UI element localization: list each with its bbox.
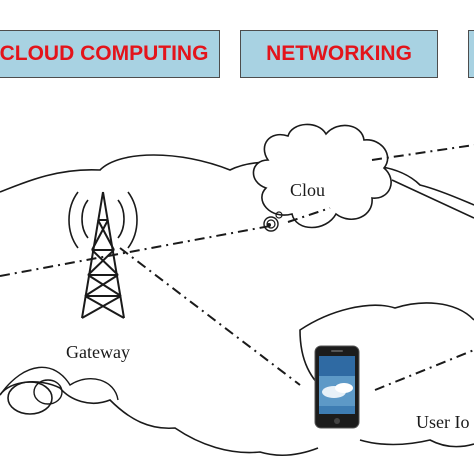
network-cloud-outline (0, 154, 474, 457)
link-top-right (371, 144, 474, 161)
gateway-label: Gateway (66, 342, 130, 362)
network-links (0, 144, 474, 391)
banner-third-partial (468, 30, 474, 78)
smartphone-icon (314, 345, 360, 429)
banner-cloud-computing-label: CLOUD COMPUTING (0, 42, 209, 65)
router-icon (263, 211, 283, 232)
link-gateway-east (0, 225, 271, 277)
banner-networking-label: NETWORKING (266, 42, 412, 65)
cloud-label: Clou (290, 180, 325, 200)
link-phone-right (374, 349, 474, 391)
banner-cloud-computing: CLOUD COMPUTING (0, 30, 220, 78)
link-gateway-phone (119, 247, 301, 386)
cloud-icon (252, 123, 392, 229)
banner-networking: NETWORKING (240, 30, 438, 78)
ring-decoration (7, 379, 63, 415)
tower-icon (68, 191, 138, 319)
left-cloud-bumps (0, 366, 119, 401)
user-label: User Io (416, 412, 469, 432)
link-cloud-east (287, 207, 331, 223)
link-solid-right (391, 179, 474, 219)
